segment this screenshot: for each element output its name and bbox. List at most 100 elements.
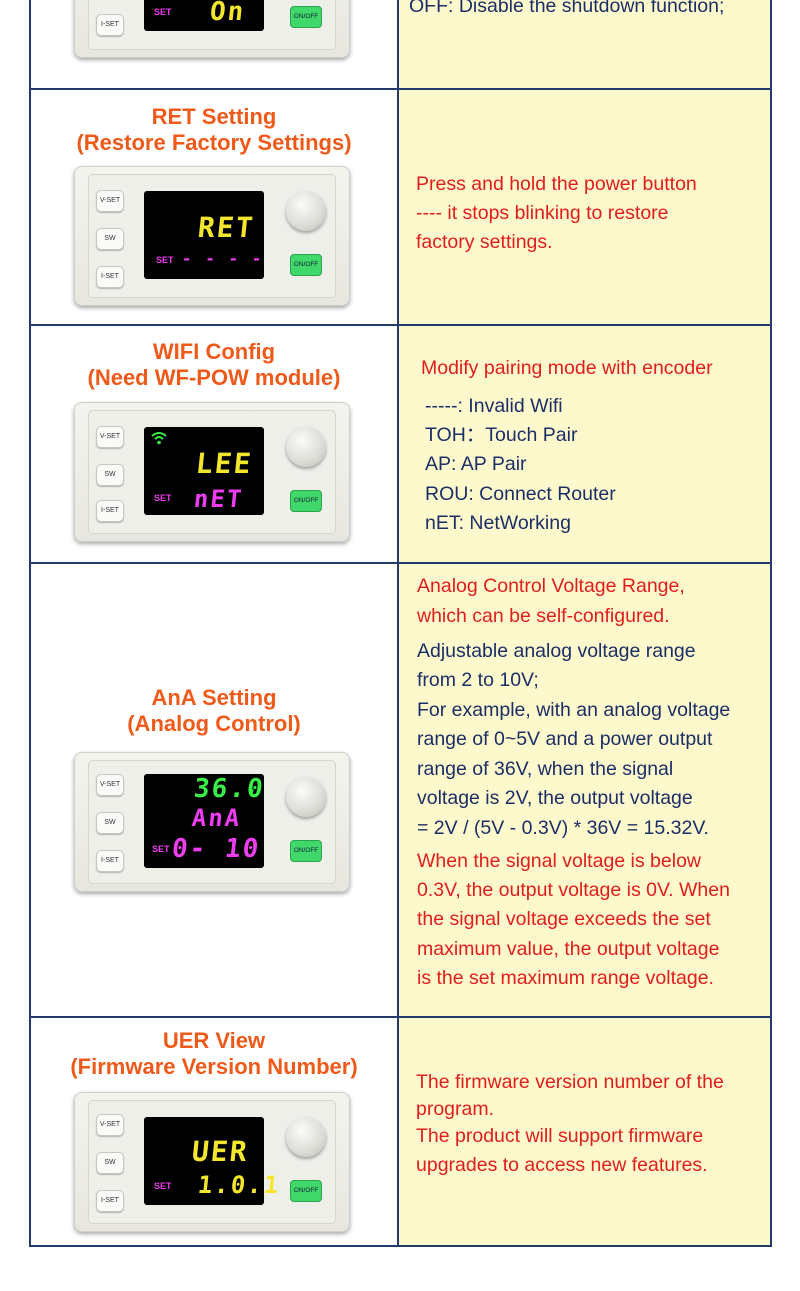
- device-wifi: V-SET SW I-SET LEE SET nET ON/OFF: [74, 402, 350, 542]
- desc-line: The firmware version number of the: [416, 1071, 724, 1093]
- desc-line: from 2 to 10V;: [417, 669, 539, 691]
- desc-line: The product will support firmware: [416, 1125, 704, 1147]
- vset-button[interactable]: V-SET: [96, 426, 124, 448]
- row-uer-left: UER View (Firmware Version Number) V-SET…: [31, 1018, 399, 1245]
- display-screen: UER SET 1.0.1: [144, 1117, 282, 1205]
- desc-line: OFF: Disable the shutdown function;: [409, 0, 725, 17]
- row-shutdown-left: I-SET SET On ON/OFF: [31, 0, 399, 88]
- desc-line: is the set maximum range voltage.: [417, 967, 714, 989]
- desc-line: range of 0~5V and a power output: [417, 728, 713, 750]
- desc-line: upgrades to access new features.: [416, 1154, 708, 1176]
- row-subtitle: (Firmware Version Number): [70, 1054, 358, 1079]
- desc-line: -----: Invalid Wifi: [425, 395, 563, 417]
- display-line1: LEE: [194, 447, 255, 480]
- display-line1: RET: [196, 211, 257, 244]
- sw-button[interactable]: SW: [96, 1152, 124, 1174]
- desc-line: maximum value, the output voltage: [417, 938, 720, 960]
- iset-button[interactable]: I-SET: [96, 1190, 124, 1212]
- onoff-button[interactable]: ON/OFF: [290, 840, 322, 862]
- row-ret-left: RET Setting (Restore Factory Settings) V…: [31, 90, 399, 324]
- desc-line: AP: AP Pair: [425, 453, 527, 475]
- sw-button[interactable]: SW: [96, 812, 124, 834]
- desc-line: ---- it stops blinking to restore: [416, 202, 669, 224]
- row-shutdown: I-SET SET On ON/OFF OFF: Disable the shu…: [31, 0, 770, 90]
- desc-line: range of 36V, when the signal: [417, 758, 674, 780]
- vset-button[interactable]: V-SET: [96, 1114, 124, 1136]
- desc-line: Press and hold the power button: [416, 173, 697, 195]
- desc-line: program.: [416, 1098, 495, 1120]
- device-ana: V-SET SW I-SET 36.0 V AnA SET 0- 10 ON/O…: [74, 752, 350, 892]
- set-label: SET: [154, 1181, 172, 1191]
- row-ret: RET Setting (Restore Factory Settings) V…: [31, 90, 770, 326]
- desc-line: TOH：Touch Pair: [425, 424, 578, 446]
- iset-button[interactable]: I-SET: [96, 850, 124, 872]
- onoff-button[interactable]: ON/OFF: [290, 1180, 322, 1202]
- vset-button[interactable]: V-SET: [96, 774, 124, 796]
- desc-line: ROU: Connect Router: [425, 483, 616, 505]
- onoff-button[interactable]: ON/OFF: [290, 254, 322, 276]
- encoder-knob[interactable]: [286, 1117, 326, 1157]
- set-label: SET: [154, 493, 172, 503]
- encoder-knob[interactable]: [286, 427, 326, 467]
- row-uer-right: The firmware version number of the progr…: [399, 1018, 770, 1245]
- display-line2: - - - -: [181, 249, 265, 268]
- set-label: SET: [154, 7, 172, 17]
- row-subtitle: (Analog Control): [127, 711, 301, 736]
- display-line2: 0- 10: [170, 834, 262, 864]
- iset-button[interactable]: I-SET: [96, 14, 124, 36]
- row-title: UER View: [162, 1028, 266, 1053]
- desc-line: = 2V / (5V - 0.3V) * 36V = 15.32V.: [417, 817, 709, 839]
- display-line2: nET: [192, 485, 245, 513]
- device-ret: V-SET SW I-SET RET SET - - - - ON/OFF: [74, 166, 350, 306]
- row-ana: AnA Setting (Analog Control) V-SET SW I-…: [31, 564, 770, 1018]
- row-title: AnA Setting: [151, 685, 277, 710]
- desc-line: nET: NetWorking: [425, 512, 571, 534]
- row-uer: UER View (Firmware Version Number) V-SET…: [31, 1018, 770, 1247]
- row-subtitle: (Need WF-POW module): [87, 365, 341, 390]
- device-shutdown: I-SET SET On ON/OFF: [74, 0, 350, 58]
- desc-line: Modify pairing mode with encoder: [421, 357, 713, 379]
- display-voltage: 36.0: [192, 774, 267, 804]
- encoder-knob[interactable]: [286, 191, 326, 231]
- desc-line: Adjustable analog voltage range: [417, 640, 696, 662]
- row-wifi-left: WIFI Config (Need WF-POW module) V-SET S…: [31, 326, 399, 562]
- desc-line: Analog Control Voltage Range,: [417, 575, 685, 597]
- settings-table: I-SET SET On ON/OFF OFF: Disable the shu…: [29, 0, 772, 1247]
- desc-line: which can be self-configured.: [417, 605, 670, 627]
- desc-line: voltage is 2V, the output voltage: [417, 787, 693, 809]
- display-screen: RET SET - - - -: [144, 191, 264, 279]
- display-screen: LEE SET nET: [144, 427, 264, 515]
- desc-line: the signal voltage exceeds the set: [417, 908, 711, 930]
- vset-button[interactable]: V-SET: [96, 190, 124, 212]
- sw-button[interactable]: SW: [96, 228, 124, 250]
- sw-button[interactable]: SW: [96, 464, 124, 486]
- display-line2: On: [208, 0, 247, 27]
- row-ret-right: Press and hold the power button ---- it …: [399, 90, 770, 324]
- desc-line: When the signal voltage is below: [417, 850, 701, 872]
- iset-button[interactable]: I-SET: [96, 266, 124, 288]
- set-label: SET: [156, 255, 174, 265]
- desc-line: factory settings.: [416, 231, 553, 253]
- wifi-icon: [151, 432, 167, 445]
- display-screen: SET On: [144, 0, 264, 31]
- iset-button[interactable]: I-SET: [96, 500, 124, 522]
- row-wifi-right: Modify pairing mode with encoder -----: …: [399, 326, 770, 562]
- row-title: RET Setting: [151, 104, 277, 129]
- row-title: WIFI Config: [152, 339, 276, 364]
- row-shutdown-right: OFF: Disable the shutdown function;: [399, 0, 770, 88]
- set-label: SET: [152, 844, 170, 854]
- onoff-button[interactable]: ON/OFF: [290, 6, 322, 28]
- device-uer: V-SET SW I-SET UER SET 1.0.1 ON/OFF: [74, 1092, 350, 1232]
- onoff-button[interactable]: ON/OFF: [290, 490, 322, 512]
- desc-line: For example, with an analog voltage: [417, 699, 731, 721]
- display-screen: 36.0 V AnA SET 0- 10: [144, 774, 267, 868]
- volt-unit: V: [248, 788, 255, 798]
- display-line2: 1.0.1: [196, 1171, 282, 1199]
- display-line1: UER: [190, 1135, 251, 1168]
- desc-line: 0.3V, the output voltage is 0V. When: [417, 879, 730, 901]
- row-wifi: WIFI Config (Need WF-POW module) V-SET S…: [31, 326, 770, 564]
- row-ana-left: AnA Setting (Analog Control) V-SET SW I-…: [31, 564, 399, 1016]
- row-subtitle: (Restore Factory Settings): [76, 130, 352, 155]
- row-ana-right: Analog Control Voltage Range, which can …: [399, 564, 770, 1016]
- encoder-knob[interactable]: [286, 777, 326, 817]
